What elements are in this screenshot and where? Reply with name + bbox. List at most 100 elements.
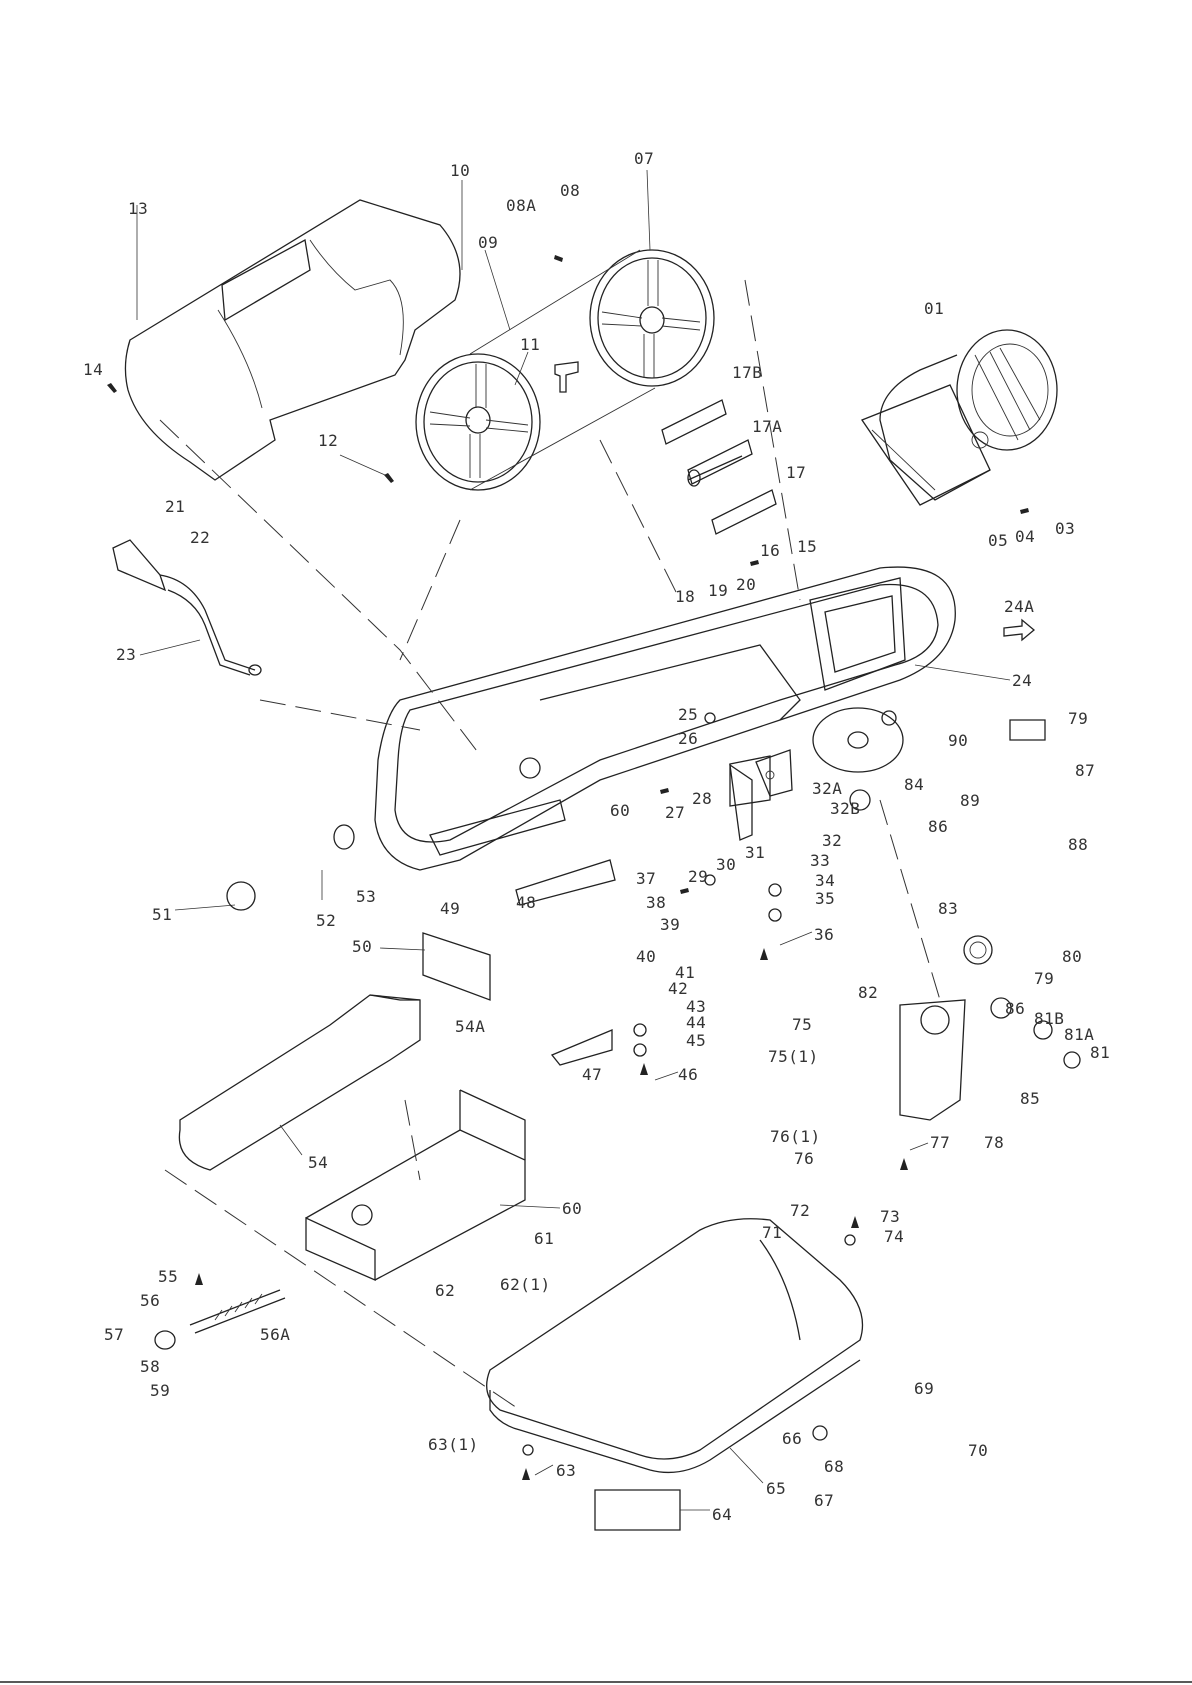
label-20: 20 xyxy=(736,575,756,594)
label-79a: 79 xyxy=(1068,709,1088,728)
assembly-line-8 xyxy=(599,439,681,601)
label-48: 48 xyxy=(516,893,536,912)
label-67: 67 xyxy=(814,1491,834,1510)
label-41: 41 xyxy=(675,963,695,982)
label-25: 25 xyxy=(678,705,698,724)
label-01: 01 xyxy=(924,299,944,318)
label-34: 34 xyxy=(815,871,835,890)
leader-51 xyxy=(174,904,236,911)
label-65: 65 xyxy=(766,1479,786,1498)
leader-36 xyxy=(779,931,813,946)
motor-part-01 xyxy=(861,329,1058,506)
label-08: 08 xyxy=(560,181,580,200)
label-81A: 81A xyxy=(1064,1025,1094,1044)
label-23: 23 xyxy=(116,645,136,664)
label-03: 03 xyxy=(1055,519,1075,538)
arrow-part-24A xyxy=(1003,618,1036,642)
label-82: 82 xyxy=(858,983,878,1002)
label-81B: 81B xyxy=(1034,1009,1064,1028)
label-33: 33 xyxy=(810,851,830,870)
label-90: 90 xyxy=(948,731,968,750)
leader-07 xyxy=(646,169,651,251)
label-64: 64 xyxy=(712,1505,732,1524)
blade-wheel-part-09 xyxy=(415,353,541,491)
label-35: 35 xyxy=(815,889,835,908)
label-43: 43 xyxy=(686,997,706,1016)
label-53: 53 xyxy=(356,887,376,906)
leader-09 xyxy=(484,249,511,331)
leader-11 xyxy=(514,351,529,386)
label-17: 17 xyxy=(786,463,806,482)
label-76: 76 xyxy=(794,1149,814,1168)
vise-jaw-part-47 xyxy=(515,859,616,1066)
label-75: 75 xyxy=(792,1015,812,1034)
label-46: 46 xyxy=(678,1065,698,1084)
pivot-arm-part-85 xyxy=(899,999,966,1121)
label-81: 81 xyxy=(1090,1043,1110,1062)
assembly-line-3 xyxy=(744,279,801,601)
fixed-jaw-part-50 xyxy=(422,932,491,1001)
label-72: 72 xyxy=(790,1201,810,1220)
label-40: 40 xyxy=(636,947,656,966)
leader-63 xyxy=(534,1464,554,1476)
label-05: 05 xyxy=(988,531,1008,550)
label-69: 69 xyxy=(914,1379,934,1398)
guide-rod-part-31 xyxy=(729,763,753,841)
label-16: 16 xyxy=(760,541,780,560)
support-arm-part-54 xyxy=(178,994,421,1171)
label-63_1: 63(1) xyxy=(428,1435,479,1454)
label-61: 61 xyxy=(534,1229,554,1248)
label-32: 32 xyxy=(822,831,842,850)
label-73: 73 xyxy=(880,1207,900,1226)
label-13: 13 xyxy=(128,199,148,218)
label-78: 78 xyxy=(984,1133,1004,1152)
label-66: 66 xyxy=(782,1429,802,1448)
handle-switch-assembly xyxy=(112,539,262,676)
leader-54 xyxy=(279,1124,303,1156)
label-44: 44 xyxy=(686,1013,706,1032)
label-19: 19 xyxy=(708,581,728,600)
label-15: 15 xyxy=(797,537,817,556)
label-09: 09 xyxy=(478,233,498,252)
base-foot-part-64 xyxy=(594,1489,681,1531)
label-71: 71 xyxy=(762,1223,782,1242)
label-45: 45 xyxy=(686,1031,706,1050)
label-11: 11 xyxy=(520,335,540,354)
label-60b: 60 xyxy=(562,1199,582,1218)
leadscrew-part-56A xyxy=(154,1289,286,1350)
label-26: 26 xyxy=(678,729,698,748)
blade-wheel-part-07 xyxy=(589,249,715,387)
assembly-line-1 xyxy=(159,419,481,756)
label-51: 51 xyxy=(152,905,172,924)
assembly-line-4 xyxy=(259,699,421,731)
label-57: 57 xyxy=(104,1325,124,1344)
label-55: 55 xyxy=(158,1267,178,1286)
leader-23 xyxy=(139,639,201,656)
label-27: 27 xyxy=(665,803,685,822)
label-88: 88 xyxy=(1068,835,1088,854)
saw-blade xyxy=(469,249,656,491)
leader-46 xyxy=(654,1071,679,1081)
label-14: 14 xyxy=(83,360,103,379)
label-62_1: 62(1) xyxy=(500,1275,551,1294)
label-04: 04 xyxy=(1015,527,1035,546)
blade-cover-part-13 xyxy=(124,199,461,481)
label-80: 80 xyxy=(1062,947,1082,966)
label-30: 30 xyxy=(716,855,736,874)
label-21: 21 xyxy=(165,497,185,516)
leader-60b xyxy=(499,1204,561,1209)
label-70: 70 xyxy=(968,1441,988,1460)
leader-65 xyxy=(729,1447,764,1484)
label-56A: 56A xyxy=(260,1325,290,1344)
label-77: 77 xyxy=(930,1133,950,1152)
fasteners xyxy=(107,255,1081,1480)
label-47: 47 xyxy=(582,1065,602,1084)
label-54: 54 xyxy=(308,1153,328,1172)
label-32A: 32A xyxy=(812,779,842,798)
label-74: 74 xyxy=(884,1227,904,1246)
label-76_1: 76(1) xyxy=(770,1127,821,1146)
label-07: 07 xyxy=(634,149,654,168)
wheel-hub-part-11 xyxy=(554,361,579,393)
label-08A: 08A xyxy=(506,196,536,215)
